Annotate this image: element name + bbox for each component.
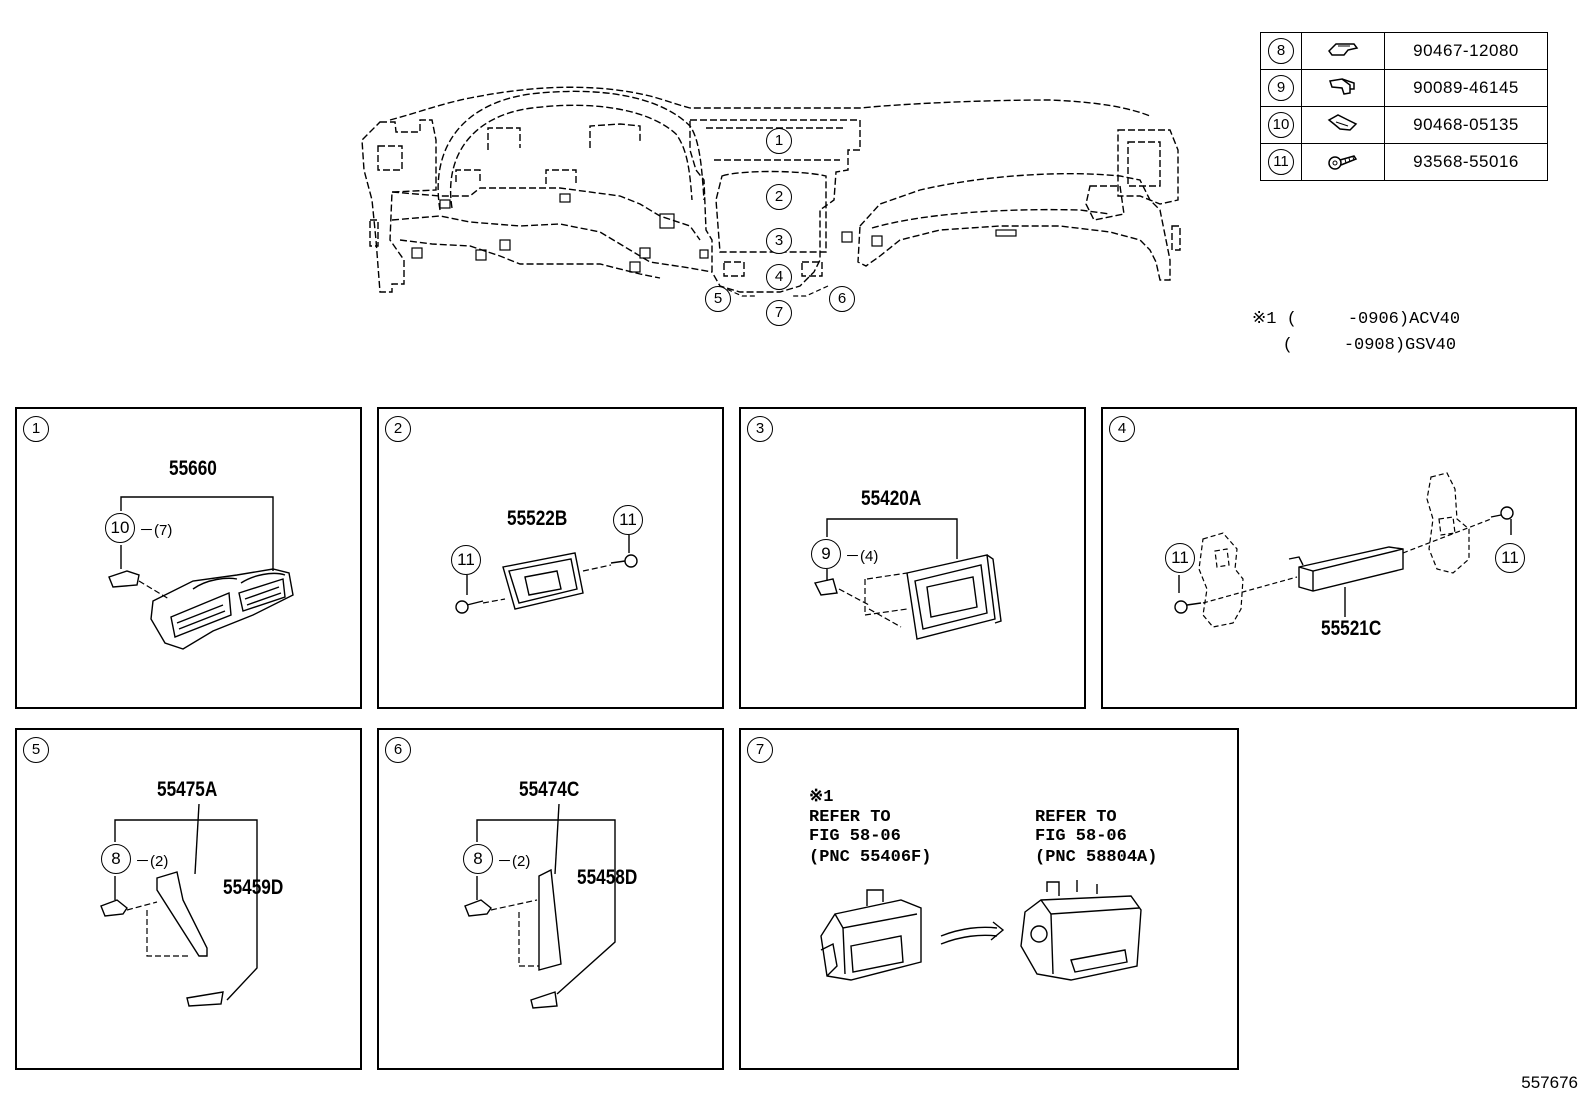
detail-panel-6: 6 55474C 55458D 8 －(2) <box>377 728 724 1070</box>
fastener-ref: 11 <box>1495 543 1525 573</box>
part-label: 55474C <box>519 778 580 801</box>
fastener-qty: －(7) <box>139 522 173 539</box>
part-number: 90089-46145 <box>1384 69 1548 107</box>
overview-callout: 6 <box>829 286 855 312</box>
ref-number: 10 <box>1268 112 1294 138</box>
air-outlet-drawing <box>108 496 294 650</box>
part-number: 90468-05135 <box>1384 106 1548 144</box>
fastener-ref: 11 <box>1165 543 1195 573</box>
pocket-bracket-drawing <box>1174 472 1514 628</box>
overview-callout: 7 <box>766 300 792 326</box>
retainer-icon <box>1329 77 1355 95</box>
part-label: 55458D <box>577 866 638 889</box>
fastener-ref: 8 <box>101 844 131 874</box>
table-row: 10 90468-05135 <box>1260 106 1548 144</box>
detail-panel-5: 5 55475A 55459D 8 －(2) <box>15 728 362 1070</box>
panel-number: 6 <box>385 737 411 763</box>
detail-panel-1: 1 55660 10 －(7) <box>15 407 362 709</box>
refer-pnc-text: (PNC 55406F) <box>809 848 932 867</box>
panel-number: 7 <box>747 737 773 763</box>
part-label: 55475A <box>157 778 218 801</box>
refer-pnc-text: (PNC 58804A) <box>1035 848 1158 867</box>
part-label: 55660 <box>169 457 217 480</box>
detail-panel-2: 2 55522B 11 11 <box>377 407 724 709</box>
switch-panel-drawing <box>455 535 638 614</box>
fastener-ref: 8 <box>463 844 493 874</box>
applicability-note-1: ※1 ( -0906)ACV40 <box>1252 310 1461 329</box>
overview-callout: 3 <box>766 228 792 254</box>
panel-number: 5 <box>23 737 49 763</box>
detail-panel-3: 3 55420A 9 －(4) <box>739 407 1086 709</box>
table-row: 9 90089-46145 <box>1260 69 1548 107</box>
dashboard-overview-drawing <box>361 86 1181 297</box>
panel-number: 3 <box>747 416 773 442</box>
part-label: 55521C <box>1321 617 1382 640</box>
part-label: 55522B <box>507 507 568 530</box>
ref-number: 11 <box>1268 149 1294 175</box>
clip-icon <box>1328 42 1359 56</box>
note-mark: ※1 <box>809 788 834 807</box>
screw-icon <box>1328 154 1358 170</box>
center-bezel-drawing <box>813 518 1002 640</box>
clip-icon <box>1327 113 1358 131</box>
side-panel-drawing <box>100 803 258 1007</box>
overview-callout: 1 <box>766 128 792 154</box>
table-row: 8 90467-12080 <box>1260 32 1548 70</box>
refer-fig-text: FIG 58-06 <box>809 827 901 846</box>
part-label: 55459D <box>223 876 284 899</box>
fastener-legend-table: 8 90467-12080 9 90089-46145 10 90468-051… <box>1260 32 1548 181</box>
panel-number: 4 <box>1109 416 1135 442</box>
part-number: 90467-12080 <box>1384 32 1548 70</box>
fastener-ref: 11 <box>451 545 481 575</box>
fastener-qty: －(2) <box>135 853 169 870</box>
detail-panel-4: 4 55521C 11 11 <box>1101 407 1577 709</box>
refer-fig-text: FIG 58-06 <box>1035 827 1127 846</box>
overview-callout: 4 <box>766 264 792 290</box>
applicability-note-2: ( -0908)GSV40 <box>1252 336 1457 355</box>
table-row: 11 93568-55016 <box>1260 143 1548 181</box>
overview-callout: 2 <box>766 184 792 210</box>
part-label: 55420A <box>861 487 922 510</box>
fastener-ref: 10 <box>105 513 135 543</box>
refer-to-text: REFER TO <box>1035 808 1117 827</box>
fastener-qty: －(4) <box>845 548 879 565</box>
fastener-qty: －(2) <box>497 853 531 870</box>
overview-callout: 5 <box>705 286 731 312</box>
refer-to-text: REFER TO <box>809 808 891 827</box>
audio-unit-drawing <box>820 880 1142 981</box>
ref-number: 9 <box>1268 75 1294 101</box>
fastener-ref: 11 <box>613 505 643 535</box>
side-panel-drawing <box>464 803 616 1009</box>
detail-panel-7: 7 ※1 REFER TO FIG 58-06 (PNC 55406F) REF… <box>739 728 1239 1070</box>
part-number: 93568-55016 <box>1384 143 1548 181</box>
panel-number: 1 <box>23 416 49 442</box>
diagram-id: 557676 <box>1521 1073 1578 1092</box>
ref-number: 8 <box>1268 38 1294 64</box>
panel-number: 2 <box>385 416 411 442</box>
fastener-ref: 9 <box>811 539 841 569</box>
